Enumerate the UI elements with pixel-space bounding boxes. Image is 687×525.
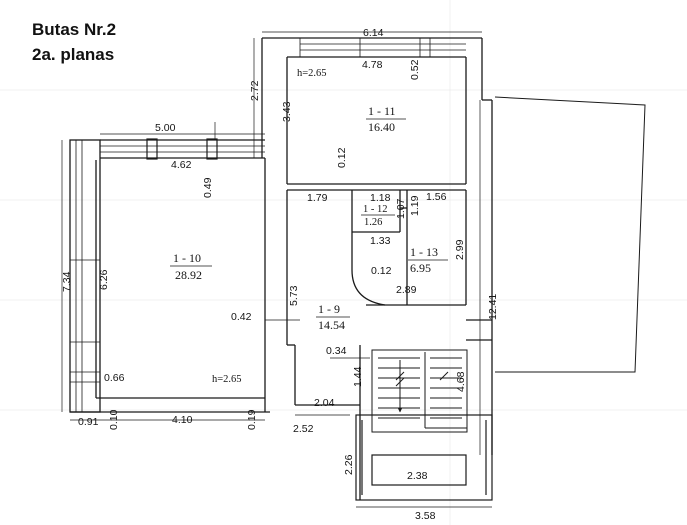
room-area: 1.26 bbox=[364, 217, 382, 228]
dimension-label: 2.38 bbox=[407, 470, 428, 482]
top-window-bands bbox=[299, 38, 466, 57]
dimension-lines bbox=[61, 31, 492, 508]
dimension-label: 2.72 bbox=[249, 80, 261, 101]
room-id: 1 - 12 bbox=[363, 204, 388, 215]
dimension-label: 0.42 bbox=[231, 311, 252, 323]
room-id: 1 - 10 bbox=[173, 251, 201, 265]
dimension-label: 2.99 bbox=[454, 239, 466, 260]
dimension-label: 6.14 bbox=[363, 27, 384, 39]
left-window-bands bbox=[70, 140, 265, 412]
dimension-label: 0.52 bbox=[409, 59, 421, 80]
dimension-label: 2.26 bbox=[343, 454, 355, 475]
room-area: 28.92 bbox=[175, 268, 202, 282]
dimension-label: 0.49 bbox=[202, 177, 214, 198]
stairwell bbox=[371, 349, 468, 433]
dimension-label: 5.73 bbox=[288, 285, 300, 306]
dimension-label: 5.00 bbox=[155, 122, 176, 134]
room-id: 1 - 11 bbox=[368, 104, 396, 118]
room-area: 16.40 bbox=[368, 120, 395, 134]
dimension-label: 1.56 bbox=[426, 191, 447, 203]
dimension-label: 0.12 bbox=[371, 265, 392, 277]
dimension-label: 1.07 bbox=[395, 198, 407, 219]
dimension-label: 4.78 bbox=[362, 59, 383, 71]
dimension-label: 1.44 bbox=[352, 366, 364, 387]
adjacent-building bbox=[494, 96, 646, 373]
central-walls bbox=[286, 190, 492, 500]
dimension-label: 12.41 bbox=[487, 294, 499, 320]
dimension-label: 0.66 bbox=[104, 372, 125, 384]
dimension-label: 2.89 bbox=[396, 284, 417, 296]
top-wing-walls bbox=[261, 37, 493, 455]
room-height: h=2.65 bbox=[297, 68, 327, 79]
room-area: 6.95 bbox=[410, 261, 431, 275]
dimension-label: 2.04 bbox=[314, 397, 335, 409]
room-id: 1 - 13 bbox=[410, 245, 438, 259]
plan-subtitle: 2a. planas bbox=[32, 45, 115, 64]
dimension-label: 0.91 bbox=[78, 416, 99, 428]
room-1-10-label: 1 - 10 28.92 h=2.65 bbox=[170, 251, 242, 385]
dimension-label: 0.34 bbox=[326, 345, 347, 357]
room-1-11-label: 1 - 11 16.40 h=2.65 bbox=[297, 68, 406, 134]
dimension-label: 2.52 bbox=[293, 423, 314, 435]
window-mullions bbox=[146, 138, 218, 160]
left-wing-walls bbox=[69, 139, 270, 413]
entrance-porch bbox=[355, 414, 493, 501]
dimension-label: 7.34 bbox=[61, 271, 73, 292]
plan-title: Butas Nr.2 bbox=[32, 20, 117, 39]
room-1-9-label: 1 - 9 14.54 bbox=[316, 302, 350, 332]
dimension-label: 1.19 bbox=[409, 195, 421, 216]
room-1-13-label: 1 - 13 6.95 bbox=[408, 245, 448, 275]
dimension-label: 0.10 bbox=[108, 409, 120, 430]
room-height: h=2.65 bbox=[212, 374, 242, 385]
dimension-label: 4.68 bbox=[455, 371, 467, 392]
dimension-label: 3.58 bbox=[415, 510, 436, 522]
dimension-label: 4.62 bbox=[171, 159, 192, 171]
dimension-labels: 5.00 4.62 0.49 7.34 6.26 0.42 0.66 0.91 … bbox=[61, 27, 499, 522]
room-area: 14.54 bbox=[318, 318, 345, 332]
room-id: 1 - 9 bbox=[318, 302, 340, 316]
dimension-label: 0.19 bbox=[246, 409, 258, 430]
dimension-label: 4.10 bbox=[172, 414, 193, 426]
dimension-label: 1.79 bbox=[307, 192, 328, 204]
dimension-label: 0.12 bbox=[336, 147, 348, 168]
dimension-label: 1.33 bbox=[370, 235, 391, 247]
dimension-label: 1.18 bbox=[370, 192, 391, 204]
dimension-label: 6.26 bbox=[98, 269, 110, 290]
room-1-12-label: 1 - 12 1.26 bbox=[361, 204, 395, 228]
dimension-label: 3.43 bbox=[281, 101, 293, 122]
